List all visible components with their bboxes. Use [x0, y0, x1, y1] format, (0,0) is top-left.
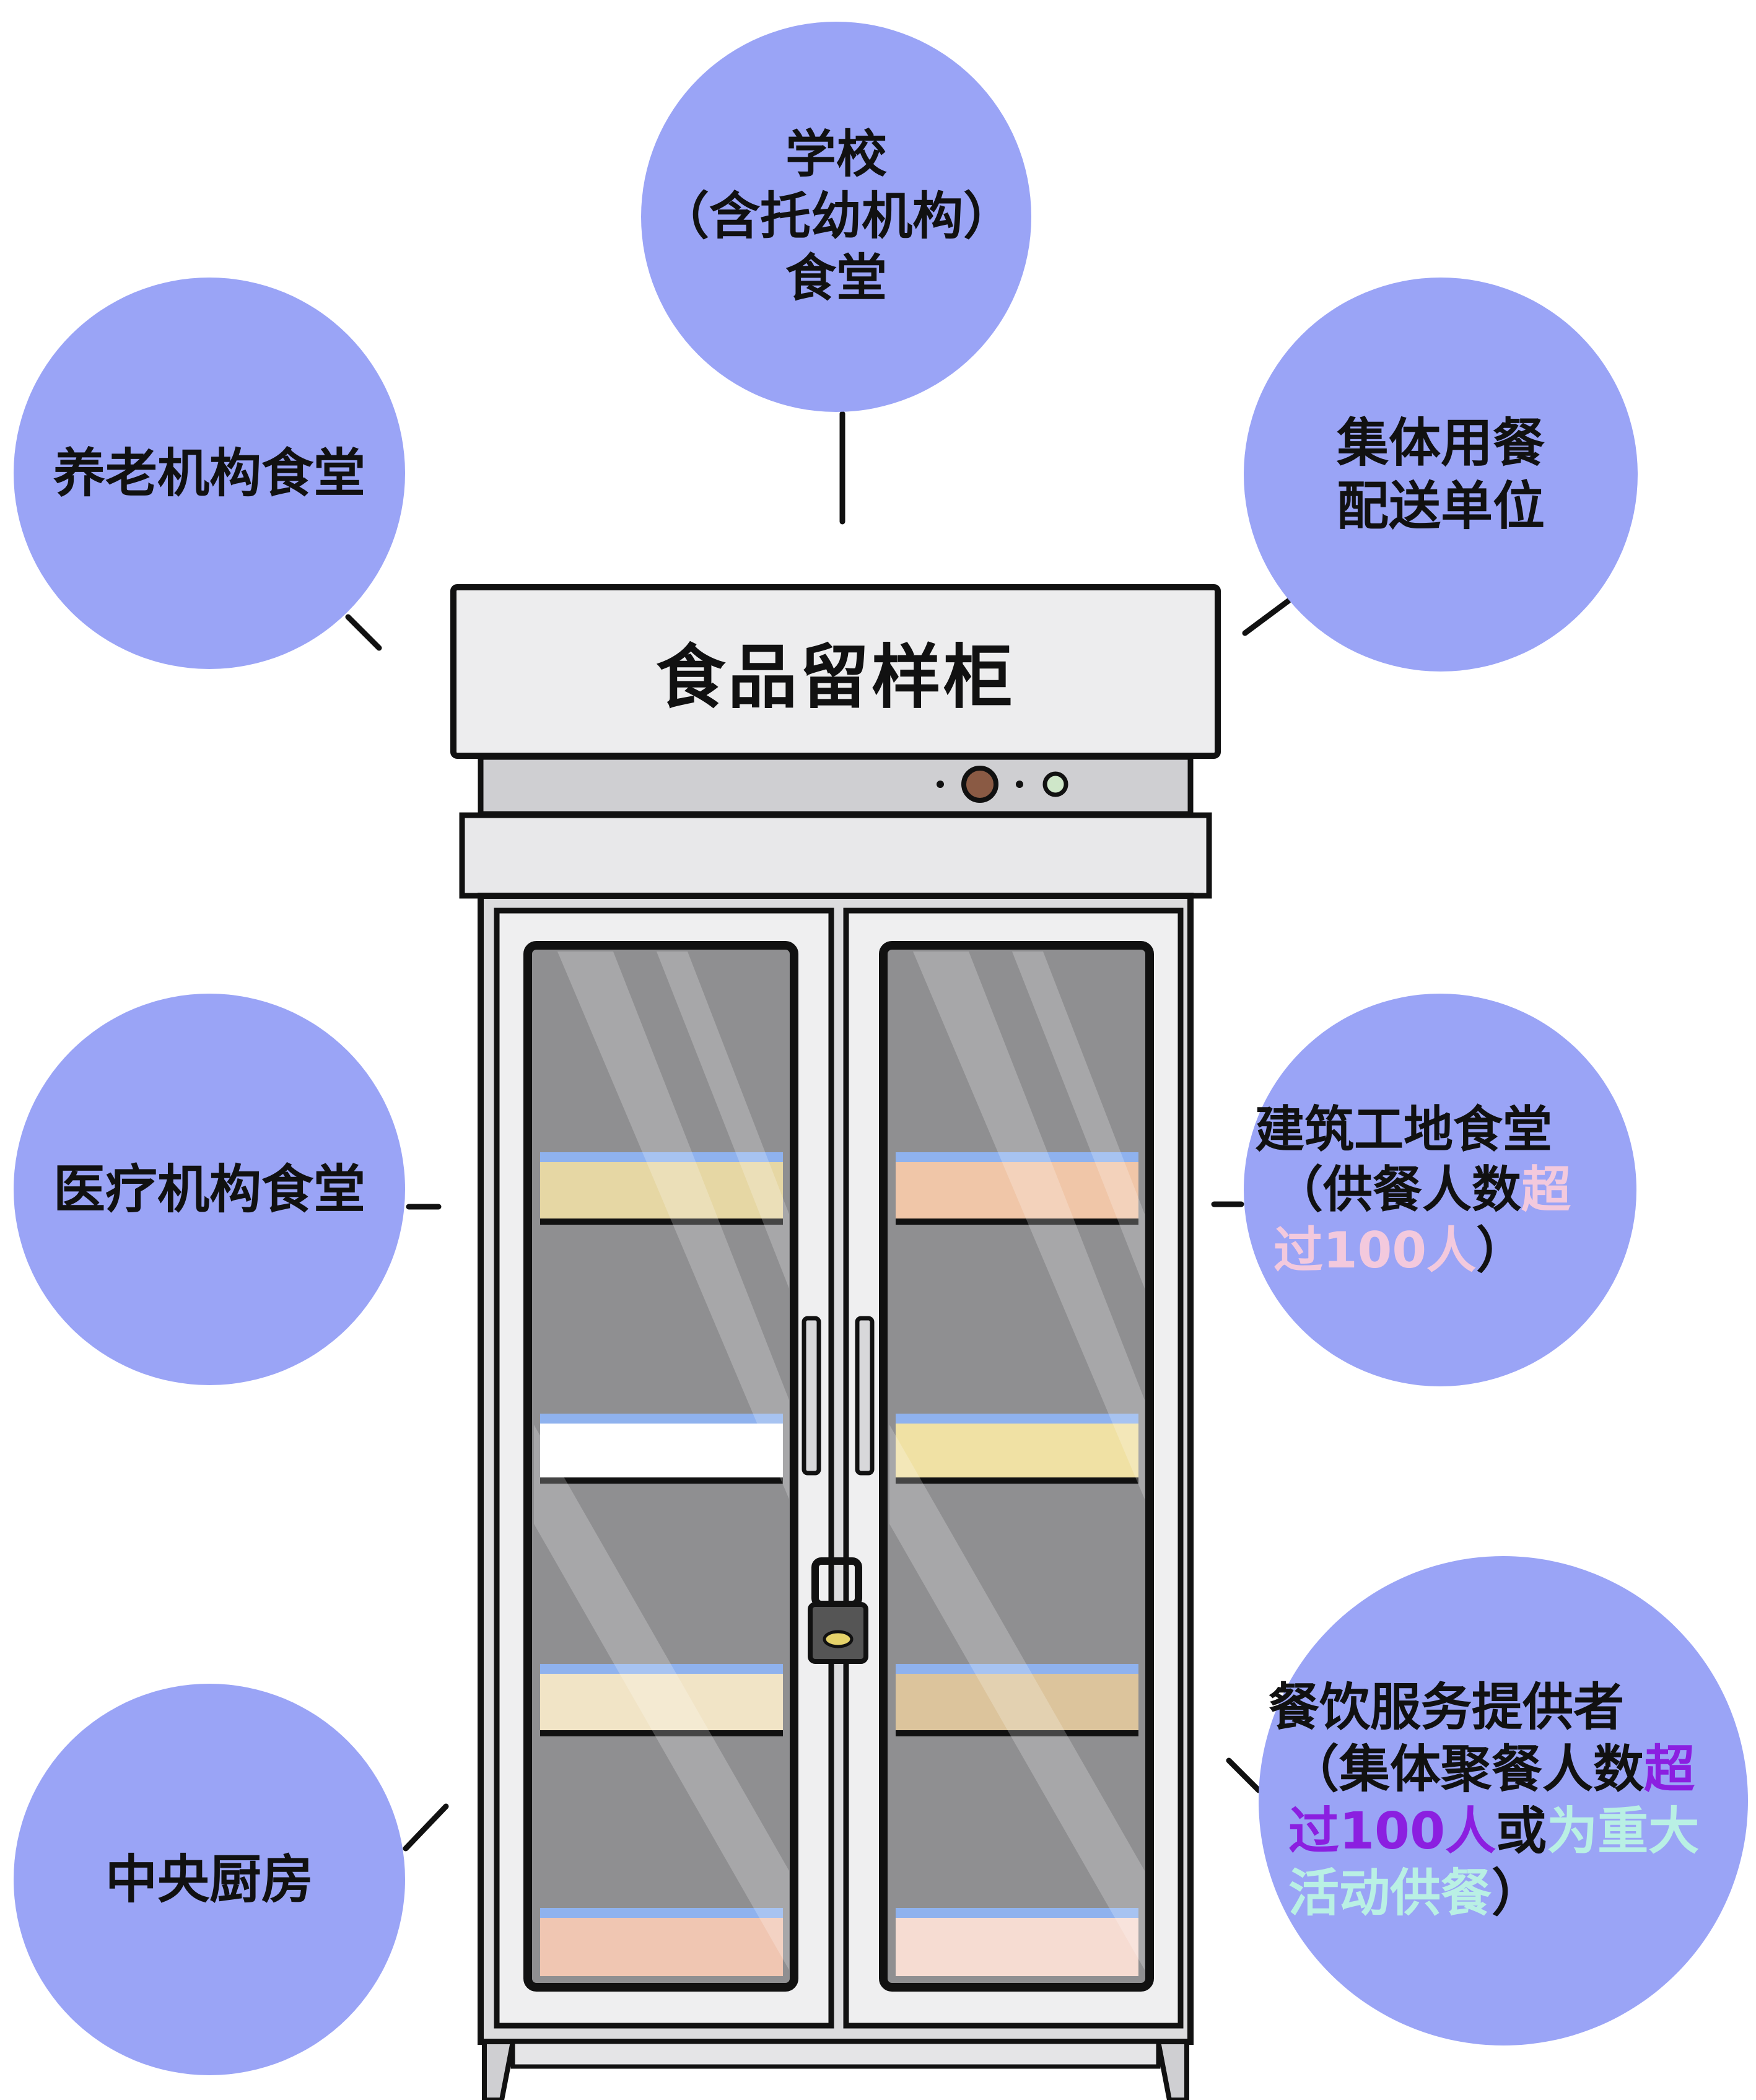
cabinet-title: 食品留样柜 — [656, 637, 1015, 718]
power-light — [1042, 771, 1068, 797]
node-catering-line-2: （集体聚餐人数超 — [1288, 1739, 1695, 1801]
node-construction-line-3-highlight: 过100人 — [1273, 1221, 1476, 1279]
connector-group-meal — [1242, 598, 1291, 636]
node-central-kitchen: 中央厨房 — [14, 1684, 405, 2075]
indicator-dot-right — [1016, 781, 1023, 788]
node-school-line-1: 学校 — [785, 125, 887, 184]
node-catering-line-3-highlight-b: 为重大 — [1547, 1802, 1700, 1861]
node-group-meal-line-2: 配送单位 — [1336, 476, 1545, 536]
leg-right — [1155, 2039, 1189, 2100]
node-medical-canteen-label: 医疗机构食堂 — [53, 1158, 365, 1220]
control-strip — [478, 754, 1194, 817]
handle-left — [802, 1316, 821, 1476]
node-catering-line-1: 餐饮服务提供者 — [1269, 1678, 1625, 1737]
node-catering-line-2-prefix: （集体聚餐人数 — [1288, 1739, 1645, 1799]
padlock-icon — [808, 1557, 868, 1664]
node-catering-line-2-highlight: 超 — [1644, 1739, 1695, 1799]
node-elderly-care-label: 养老机构食堂 — [53, 442, 365, 504]
glass-reflections — [534, 952, 1145, 1970]
handle-right — [855, 1316, 875, 1476]
node-medical-canteen: 医疗机构食堂 — [14, 994, 405, 1385]
node-construction-canteen: 建筑工地食堂 （供餐人数超 过100人） — [1244, 994, 1636, 1386]
shelves-right — [896, 1152, 1138, 1976]
cabinet-cornice — [459, 812, 1212, 899]
node-catering-line-4-highlight: 活动供餐 — [1288, 1864, 1492, 1923]
node-catering-line-4-suffix: ） — [1492, 1864, 1543, 1923]
node-catering-provider: 餐饮服务提供者 （集体聚餐人数超 过100人或为重大 活动供餐） — [1259, 1556, 1748, 2045]
connector-lines — [345, 411, 1291, 1852]
leg-left — [482, 2039, 516, 2100]
node-catering-line-3: 过100人或为重大 — [1288, 1801, 1699, 1863]
connector-central-kitchen — [403, 1803, 449, 1852]
node-construction-line-3: 过100人） — [1273, 1220, 1526, 1281]
cabinet-base — [510, 2039, 1161, 2069]
shelves-left — [540, 1152, 783, 1976]
node-group-meal-line-1: 集体用餐 — [1336, 412, 1545, 473]
node-elderly-care: 养老机构食堂 — [14, 278, 405, 669]
node-school: 学校 （含托幼机构） 食堂 — [641, 22, 1031, 412]
node-catering-line-4: 活动供餐） — [1288, 1863, 1542, 1925]
node-construction-line-1: 建筑工地食堂 — [1255, 1100, 1552, 1158]
node-catering-line-3-highlight-a: 过100人 — [1288, 1802, 1496, 1861]
node-construction-line-2-highlight: 超 — [1521, 1161, 1571, 1219]
node-construction-line-3-suffix: ） — [1476, 1221, 1526, 1279]
node-construction-line-2: （供餐人数超 — [1273, 1160, 1571, 1220]
node-construction-line-2-prefix: （供餐人数 — [1273, 1161, 1521, 1219]
node-catering-line-3-mid: 或 — [1496, 1802, 1547, 1861]
connector-elderly — [345, 614, 382, 651]
temperature-knob — [961, 766, 998, 803]
indicator-dot-left — [937, 781, 944, 788]
connector-catering — [1226, 1757, 1262, 1793]
node-school-line-2: （含托幼机构） — [658, 186, 1014, 246]
node-school-line-3: 食堂 — [785, 249, 887, 308]
node-central-kitchen-label: 中央厨房 — [105, 1848, 313, 1910]
node-group-meal-delivery: 集体用餐 配送单位 — [1244, 278, 1638, 672]
